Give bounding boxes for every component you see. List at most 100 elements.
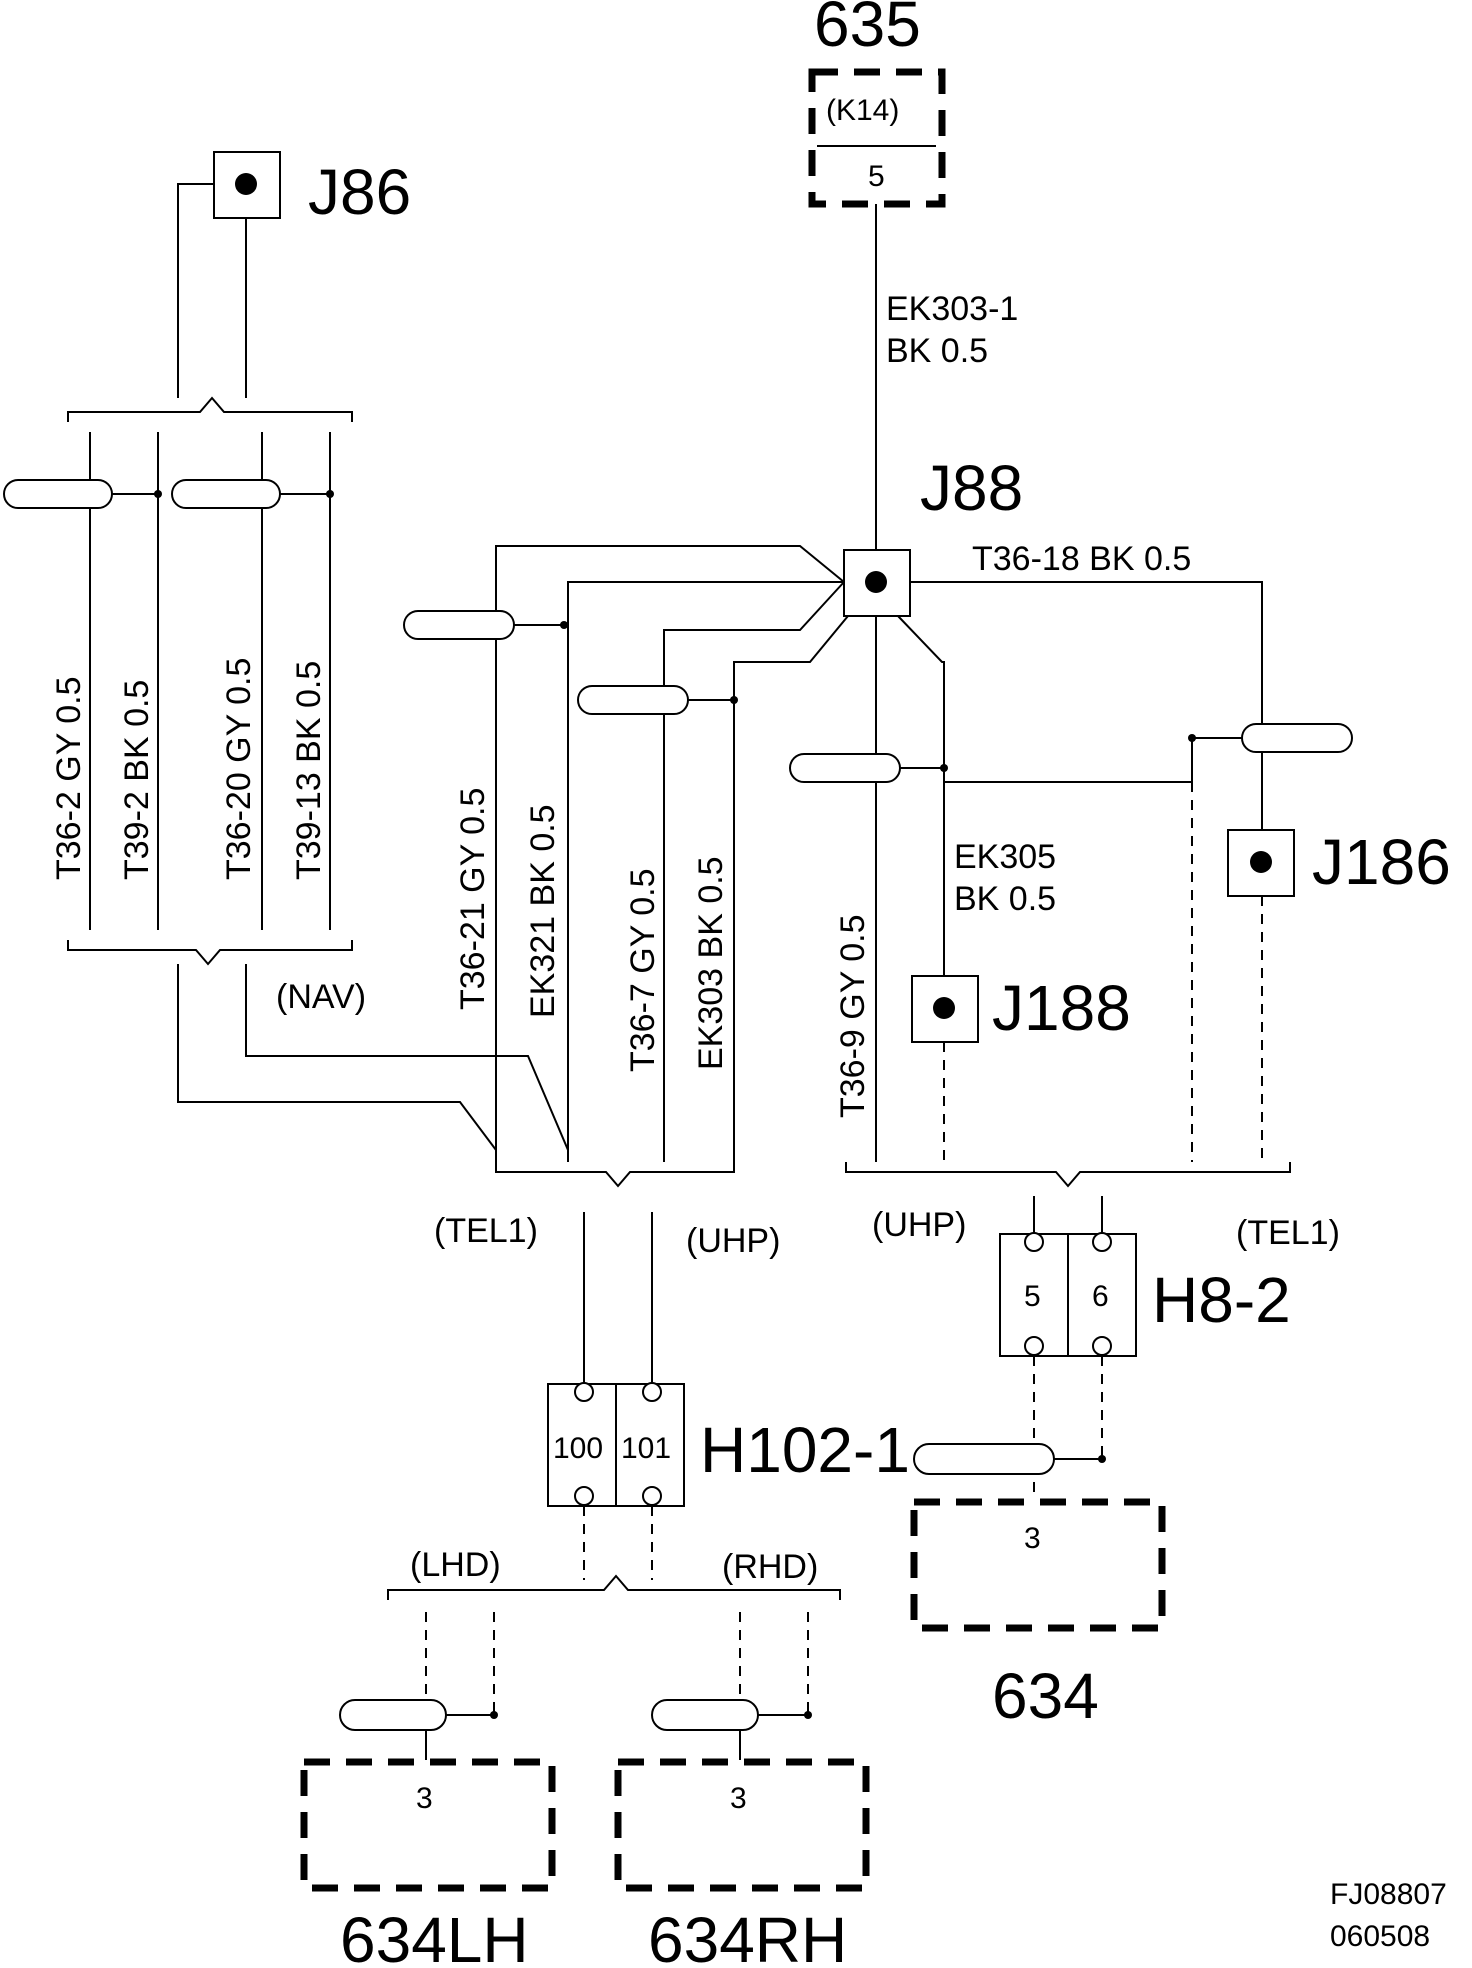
tel1-uhp-left-brace xyxy=(495,1162,735,1188)
shield-nav-2-node xyxy=(326,490,334,498)
connector-634lh-box xyxy=(300,1758,556,1892)
shield-uhp-node xyxy=(730,696,738,704)
connector-634-label: 634 xyxy=(992,1660,1099,1732)
splice-j188-label: J188 xyxy=(992,972,1131,1044)
variant-rhd: (RHD) xyxy=(722,1548,818,1586)
splice-j86: J86 xyxy=(213,151,411,228)
connector-h102-1-pin-101: 101 xyxy=(621,1432,671,1465)
connector-h8-2-label: H8-2 xyxy=(1152,1264,1291,1336)
figure-date: 060508 xyxy=(1330,1920,1430,1953)
splice-j86-node xyxy=(235,173,257,195)
wire-t39-13-label: T39-13 BK 0.5 xyxy=(290,661,328,880)
wire-ek303 xyxy=(733,615,849,1162)
shield-right-uhp xyxy=(789,753,901,783)
connector-h102-1-label: H102-1 xyxy=(700,1414,910,1486)
splice-j188-node xyxy=(933,997,955,1019)
connector-635-label: 635 xyxy=(814,0,921,60)
connector-h8-2-pin-6-bottom xyxy=(1092,1336,1112,1356)
variant-nav: (NAV) xyxy=(276,978,366,1016)
shield-634rh-node xyxy=(804,1711,812,1719)
shield-right-link xyxy=(944,738,1193,783)
shield-634-node xyxy=(1098,1455,1106,1463)
wire-t36-18 xyxy=(910,581,1263,868)
connector-634lh-label: 634LH xyxy=(340,1904,529,1968)
connector-h102-1-pin-101-bottom xyxy=(642,1486,662,1506)
splice-j188: J188 xyxy=(911,972,1131,1044)
splice-j88-label: J88 xyxy=(920,452,1023,524)
uhp-tel1-right-brace xyxy=(845,1162,1291,1188)
splice-j186-label: J186 xyxy=(1312,826,1451,898)
connector-634rh-pin: 3 xyxy=(730,1782,747,1815)
connector-634rh: 3 634RH xyxy=(614,1758,870,1968)
wire-ek305 xyxy=(897,615,945,978)
nav-top-brace xyxy=(67,396,353,422)
wire-ek303-label: EK303 BK 0.5 xyxy=(692,856,730,1070)
connector-h8-2: 5 6 H8-2 xyxy=(999,1232,1291,1357)
connector-634: 3 634 xyxy=(910,1498,1166,1732)
variant-tel1-left: (TEL1) xyxy=(434,1212,538,1250)
wire-nav-out-1 xyxy=(177,964,497,1151)
splice-j88: J88 xyxy=(843,452,1023,617)
lhd-rhd-brace xyxy=(387,1574,841,1600)
connector-h102-1-pin-101-top xyxy=(642,1382,662,1402)
variant-uhp-right: (UHP) xyxy=(872,1206,966,1244)
shield-right-tel1 xyxy=(1241,723,1353,753)
shield-nav-1-node xyxy=(154,490,162,498)
connector-h8-2-pin-6-top xyxy=(1092,1232,1112,1252)
connector-635-sub: (K14) xyxy=(826,94,899,127)
figure-code: FJ08807 xyxy=(1330,1878,1447,1911)
wire-t39-2-label: T39-2 BK 0.5 xyxy=(118,680,156,880)
connector-635: 635 (K14) 5 xyxy=(808,0,946,208)
shield-uhp xyxy=(577,685,689,715)
splice-j86-label: J86 xyxy=(308,156,411,228)
shield-nav-1 xyxy=(3,479,113,509)
connector-h102-1-pin-100-bottom xyxy=(574,1486,594,1506)
connector-634lh: 3 634LH xyxy=(300,1758,556,1968)
wire-t36-9-label: T36-9 GY 0.5 xyxy=(834,915,872,1119)
wire-nav-out-2 xyxy=(245,964,569,1151)
connector-634-box xyxy=(910,1498,1166,1632)
variant-uhp-left: (UHP) xyxy=(686,1222,780,1260)
wire-t36-18-label: T36-18 BK 0.5 xyxy=(972,540,1191,578)
connector-h102-1-pin-100-top xyxy=(574,1382,594,1402)
connector-h102-1: 100 101 H102-1 xyxy=(547,1382,910,1507)
variant-lhd: (LHD) xyxy=(410,1546,501,1584)
wire-t36-21 xyxy=(495,545,845,1162)
wire-t36-7-label: T36-7 GY 0.5 xyxy=(624,869,662,1073)
wire-t36-20-label: T36-20 GY 0.5 xyxy=(220,658,258,880)
wire-ek305-id: EK305 xyxy=(954,838,1056,876)
shield-634 xyxy=(913,1443,1055,1475)
connector-h8-2-pin-5-bottom xyxy=(1024,1336,1044,1356)
shield-634lh xyxy=(339,1699,447,1731)
wire-ek321 xyxy=(567,581,844,1162)
connector-h8-2-pin-5-top xyxy=(1024,1232,1044,1252)
wire-ek303-1-id: EK303-1 xyxy=(886,290,1018,328)
connector-634lh-pin: 3 xyxy=(416,1782,433,1815)
wire-ek305-spec: BK 0.5 xyxy=(954,880,1056,918)
shield-nav-2 xyxy=(171,479,281,509)
connector-h102-1-pin-100: 100 xyxy=(553,1432,603,1465)
shield-634lh-node xyxy=(490,1711,498,1719)
connector-h8-2-pin-5: 5 xyxy=(1024,1280,1041,1313)
shield-tel1 xyxy=(403,610,515,640)
connector-634-pin: 3 xyxy=(1024,1522,1041,1555)
wire-t36-21-label: T36-21 GY 0.5 xyxy=(454,788,492,1010)
shield-634rh xyxy=(651,1699,759,1731)
variant-tel1-right: (TEL1) xyxy=(1236,1214,1340,1252)
splice-j88-node xyxy=(865,571,887,593)
splice-j186: J186 xyxy=(1227,826,1451,898)
connector-634rh-box xyxy=(614,1758,870,1892)
connector-h8-2-pin-6: 6 xyxy=(1092,1280,1109,1313)
wire-j86-left xyxy=(177,183,214,398)
shield-tel1-node xyxy=(560,621,568,629)
splice-j186-node xyxy=(1250,851,1272,873)
nav-bottom-brace xyxy=(67,940,353,966)
wire-t36-7 xyxy=(663,581,845,1162)
connector-635-box xyxy=(808,68,946,208)
wire-t36-2-label: T36-2 GY 0.5 xyxy=(50,677,88,881)
connector-634rh-label: 634RH xyxy=(648,1904,847,1968)
wire-ek321-label: EK321 BK 0.5 xyxy=(524,804,562,1018)
shield-right-uhp-node xyxy=(940,764,948,772)
wire-ek303-1-spec: BK 0.5 xyxy=(886,332,988,370)
